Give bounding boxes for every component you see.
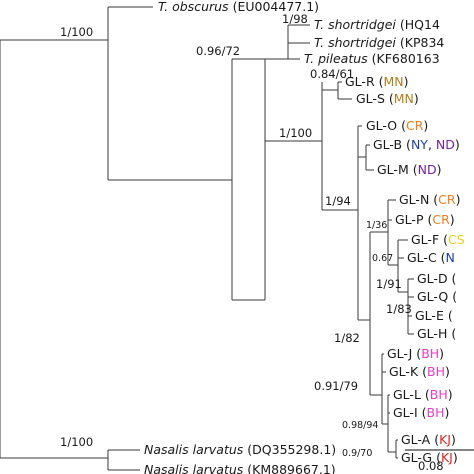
- tip-gl-a: GL-A (KJ): [401, 432, 456, 447]
- tip-gl-c: GL-C (N: [407, 250, 455, 265]
- support-shortridgei: 1/98: [282, 12, 308, 26]
- tip-gl-o: GL-O (CR): [366, 118, 428, 133]
- tip-gl-n: GL-N (CR): [399, 192, 460, 207]
- tip-gl-f: GL-F (CS: [411, 232, 465, 247]
- tip-obscurus: T. obscurus(EU004477.1): [158, 0, 319, 14]
- support-subclade-c: 1/91: [376, 277, 402, 291]
- support-big-b: 1/82: [334, 331, 360, 345]
- tip-gl-j: GL-J (BH): [387, 346, 444, 361]
- tip-gl-d: GL-D (: [417, 271, 456, 286]
- support-subclade-d: 1/83: [386, 302, 412, 316]
- tip-gl-h: GL-H (: [417, 326, 456, 341]
- tip-gl-e: GL-E (: [415, 308, 453, 323]
- support-gl-main: 1/100: [279, 126, 312, 140]
- tip-gl-i: GL-I (BH): [393, 405, 449, 420]
- support-nasalis: 1/100: [60, 435, 93, 449]
- support-values: 1/100 1/98 0.96/72 0.84/61 1/100 1/94 1/…: [60, 12, 412, 459]
- tip-gl-r: GL-R (MN): [345, 74, 409, 89]
- support-subclade-a: 1/36: [366, 220, 387, 231]
- tip-gl-b: GL-B (NY, ND): [373, 137, 460, 152]
- tip-gl-l: GL-L (BH): [393, 387, 453, 402]
- scale-label: 0.08: [418, 459, 444, 473]
- scale-bar: 0.08: [405, 449, 474, 473]
- tip-labels: T. obscurus(EU004477.1) T. shortridgei(H…: [144, 0, 465, 474]
- support-ag: 0.9/70: [342, 448, 372, 459]
- tip-shortridgei-2: T. shortridgei(KP834: [314, 35, 444, 50]
- support-shortridgei-pileatus: 0.96/72: [196, 44, 240, 58]
- tip-gl-g: GL-G (KJ): [401, 450, 458, 465]
- tip-pileatus: T. pileatus(KF680163: [304, 51, 440, 66]
- tip-gl-k: GL-K (BH): [389, 364, 450, 379]
- tip-shortridgei-1: T. shortridgei(HQ14: [314, 17, 440, 32]
- support-li-ag: 0.98/94: [342, 420, 378, 431]
- support-mn: 0.84/61: [310, 67, 354, 81]
- support-trachy-main: 1/100: [60, 25, 93, 39]
- support-bh-kj: 0.91/79: [314, 379, 358, 393]
- tip-nasalis-1: Nasalis larvatus(DQ355298.1): [144, 442, 336, 457]
- tip-nasalis-2: Nasalis larvatus(KM889667.1): [144, 462, 336, 474]
- tip-gl-p: GL-P (CR): [395, 212, 455, 227]
- tree-branches: [0, 6, 414, 471]
- tip-gl-m: GL-M (ND): [377, 162, 441, 177]
- support-subclade-b: 0.67: [372, 253, 393, 264]
- support-non-mn: 1/94: [325, 194, 351, 208]
- tip-gl-q: GL-Q (: [417, 289, 457, 304]
- tip-gl-s: GL-S (MN): [356, 91, 419, 106]
